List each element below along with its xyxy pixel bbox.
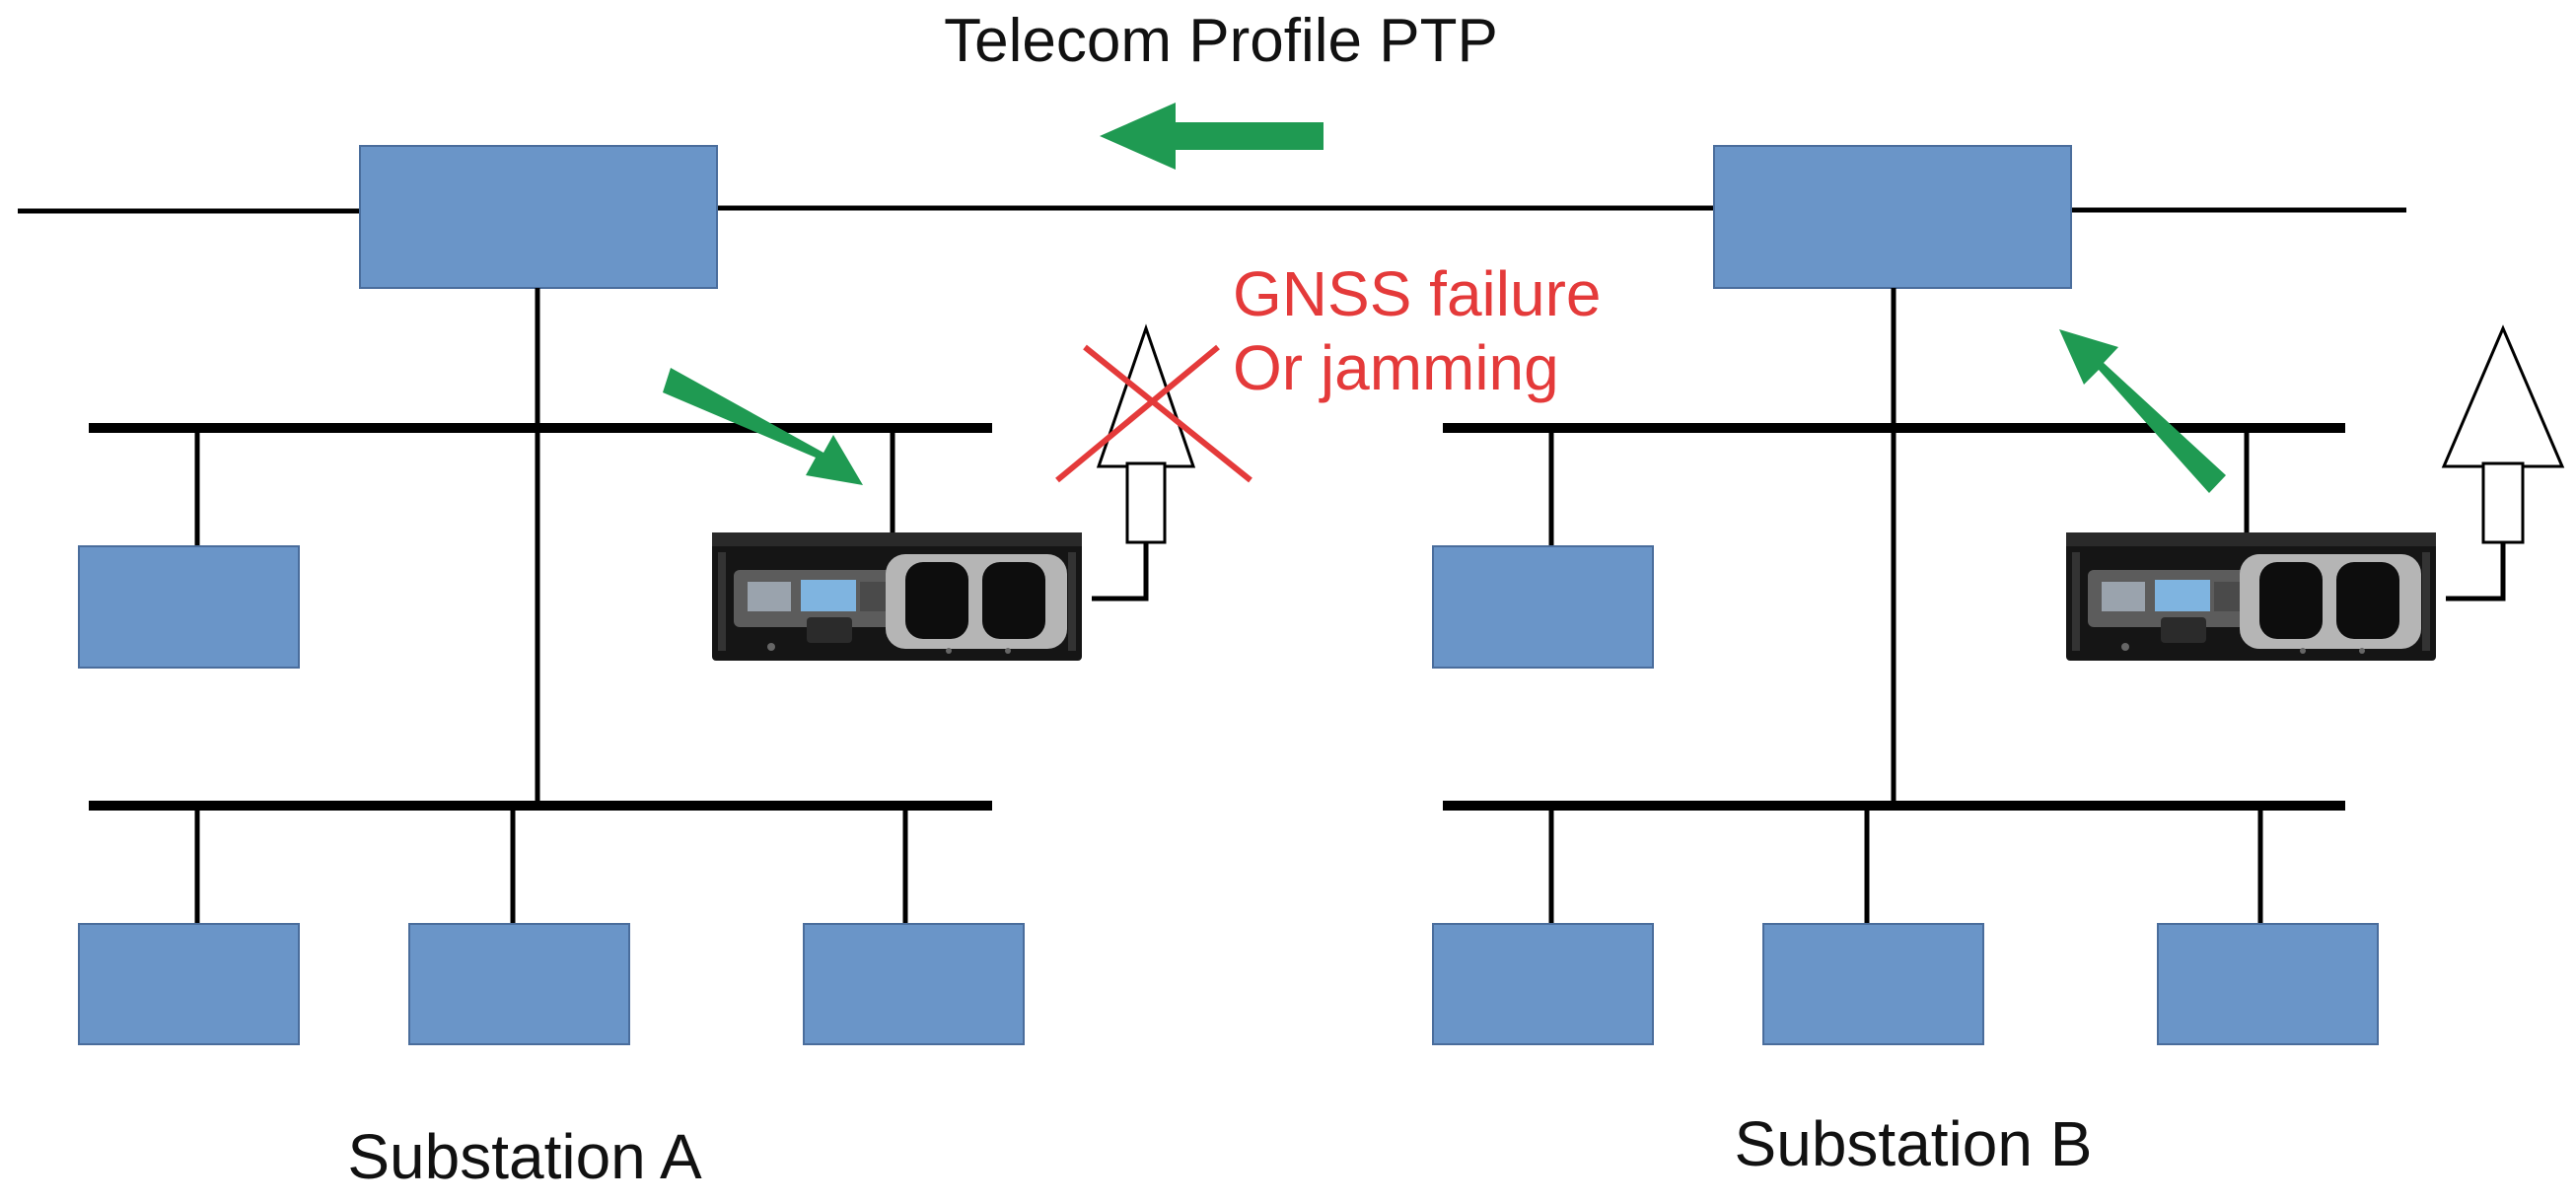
substation-a: GNSS failure Or jamming Substation A	[78, 258, 1601, 1192]
network-switch-b	[1713, 145, 2072, 289]
arrow-icon	[1100, 103, 1324, 170]
warning-text-line2: Or jamming	[1233, 332, 1559, 403]
device-box-b-lower-3	[2157, 923, 2379, 1045]
grandmaster-clock-icon	[2066, 532, 2436, 661]
network-switch-a	[359, 145, 718, 289]
device-box-b-lower-1	[1432, 923, 1654, 1045]
antenna-cable-a	[1092, 542, 1149, 602]
substation-a-label: Substation A	[347, 1121, 702, 1192]
substation-b-label: Substation B	[1735, 1108, 2093, 1179]
substation-b: Substation B	[1432, 288, 2565, 1179]
warning-text-line1: GNSS failure	[1233, 258, 1601, 329]
antenna-cable-b	[2446, 542, 2506, 602]
diagram-title: Telecom Profile PTP	[944, 7, 1498, 75]
device-box-a-lower-3	[803, 923, 1025, 1045]
device-box-a-lower-1	[78, 923, 300, 1045]
grandmaster-clock-icon	[712, 532, 1082, 661]
device-box-b-upper	[1432, 545, 1654, 669]
gnss-antenna-icon	[2441, 324, 2565, 544]
device-box-b-lower-2	[1762, 923, 1984, 1045]
device-box-a-lower-2	[408, 923, 630, 1045]
failure-cross-icon	[1055, 344, 1252, 483]
arrow-icon	[663, 368, 863, 485]
device-box-a-upper	[78, 545, 300, 669]
arrow-icon	[2059, 329, 2226, 493]
